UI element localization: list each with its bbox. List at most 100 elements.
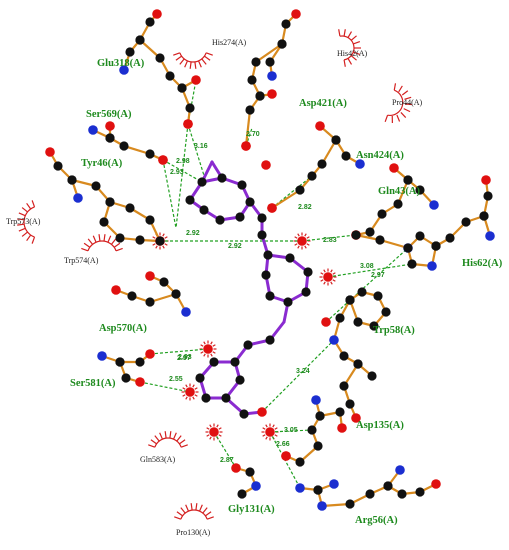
carbon-atom [295, 185, 305, 195]
oxygen-atom [152, 9, 162, 19]
contact-atom-spokes [200, 351, 204, 354]
residue-bond [254, 42, 284, 64]
nitrogen-atom [97, 351, 107, 361]
contact-atom-spokes [210, 341, 213, 345]
residue-label-ser569: Ser569(A) [86, 109, 132, 120]
hydrophobic-contact-tick [190, 503, 193, 511]
nitrogen-atom [251, 481, 261, 491]
carbon-atom [145, 17, 155, 27]
carbon-atom [257, 213, 267, 223]
hydrophobic-contact-tick [17, 223, 25, 226]
carbon-atom [377, 209, 387, 219]
carbon-atom [230, 357, 240, 367]
contact-atom-spokes [216, 424, 219, 428]
hydrophobic-contact-tick [148, 444, 156, 448]
carbon-atom [135, 357, 145, 367]
hydrophobic-contact-tick [26, 202, 32, 210]
carbon-atom [145, 215, 155, 225]
residue-label-tyr46: Tyr46(A) [81, 158, 123, 169]
hydrophobic-contact-tick [31, 236, 36, 244]
hydrophobic-contact-tick [179, 439, 186, 445]
hbond-distance-label: 2.82 [298, 204, 312, 211]
carbon-atom [341, 151, 351, 161]
carbon-atom [415, 231, 425, 241]
carbon-atom [315, 411, 325, 421]
oxygen-atom [257, 407, 267, 417]
carbon-atom [353, 359, 363, 369]
residue-bond [270, 188, 302, 210]
contact-atom-spokes [330, 269, 333, 273]
contact-atom-spokes [192, 396, 195, 400]
contact-atom-spokes [262, 434, 266, 437]
hydrophobic-contact-arc [387, 89, 404, 116]
contact-atom-spokes [206, 434, 210, 437]
carbon-atom [265, 335, 275, 345]
carbon-atom [339, 351, 349, 361]
carbon-atom [335, 407, 345, 417]
hydrogen-bond [301, 234, 357, 242]
contact-atom-spokes [306, 236, 310, 239]
oxygen-atom [145, 271, 155, 281]
hydrophobic-contact-tick [175, 55, 182, 61]
carbon-atom [255, 91, 265, 101]
carbon-atom [407, 259, 417, 269]
carbon-atom [479, 211, 489, 221]
hydrophobic-contact-tick [401, 90, 409, 96]
oxygen-atom [183, 119, 193, 129]
residue-label-asp421: Asp421(A) [299, 98, 347, 109]
contact-atom-spokes [218, 434, 222, 437]
carbon-atom [403, 243, 413, 253]
hydrophobic-contact-tick [179, 58, 185, 65]
hydrophobic-contact-tick [350, 55, 357, 61]
carbon-atom [331, 135, 341, 145]
hydrophobic-contact-tick [194, 61, 197, 69]
oxygen-atom [105, 121, 115, 131]
contact-atom-spokes [304, 245, 307, 249]
contact-atom-spokes [332, 272, 336, 275]
carbon-atom [217, 173, 227, 183]
oxygen-atom [315, 121, 325, 131]
hydrophobic-contact-tick [404, 96, 412, 100]
residue-label-trp574: Trp574(A) [64, 256, 99, 265]
carbon-atom [235, 375, 245, 385]
hydrophobic-contact-tick [81, 247, 89, 252]
hydrophobic-contact-tick [154, 435, 160, 442]
carbon-atom [373, 291, 383, 301]
oxygen-atom [389, 163, 399, 173]
hydrophobic-contact-tick [205, 52, 213, 56]
carbon-atom [251, 57, 261, 67]
contact-atom-spokes [320, 279, 324, 282]
residue-label-gln583: Gln583(A) [140, 455, 175, 464]
contact-atom-spokes [262, 427, 266, 430]
carbon-atom [135, 235, 145, 245]
hydrogen-bond [187, 123, 207, 183]
hydrophobic-contact-tick [174, 516, 182, 520]
residue-label-trp58: Trp58(A) [373, 325, 415, 336]
carbon-atom [369, 321, 379, 331]
hydrophobic-contact-tick [353, 40, 361, 45]
contact-atom-spokes [194, 387, 198, 390]
carbon-atom [345, 499, 355, 509]
residue-label-his42: His42(A) [337, 49, 368, 58]
contact-atom-spokes [192, 384, 195, 388]
carbon-atom [185, 103, 195, 113]
carbon-atom [165, 71, 175, 81]
contact-atom-spokes [152, 236, 156, 239]
hydrophobic-contact-tick [347, 31, 353, 38]
hydrophobic-contact-tick [205, 511, 212, 517]
carbon-atom [243, 340, 253, 350]
contact-atom-spokes [185, 384, 188, 388]
hydrophobic-contact-tick [159, 432, 164, 440]
contact-atom-spokes [194, 394, 198, 397]
oxygen-atom [191, 75, 201, 85]
carbon-atom [115, 357, 125, 367]
carbon-atom [431, 241, 441, 251]
contact-atom-spokes [297, 245, 300, 249]
carbon-atom [235, 212, 245, 222]
contact-atom-spokes [182, 387, 186, 390]
hydrophobic-contact-tick [353, 51, 361, 56]
hydrogen-bond [271, 175, 313, 209]
hydrophobic-contact-tick [92, 235, 97, 243]
oxygen-atom [261, 160, 271, 170]
